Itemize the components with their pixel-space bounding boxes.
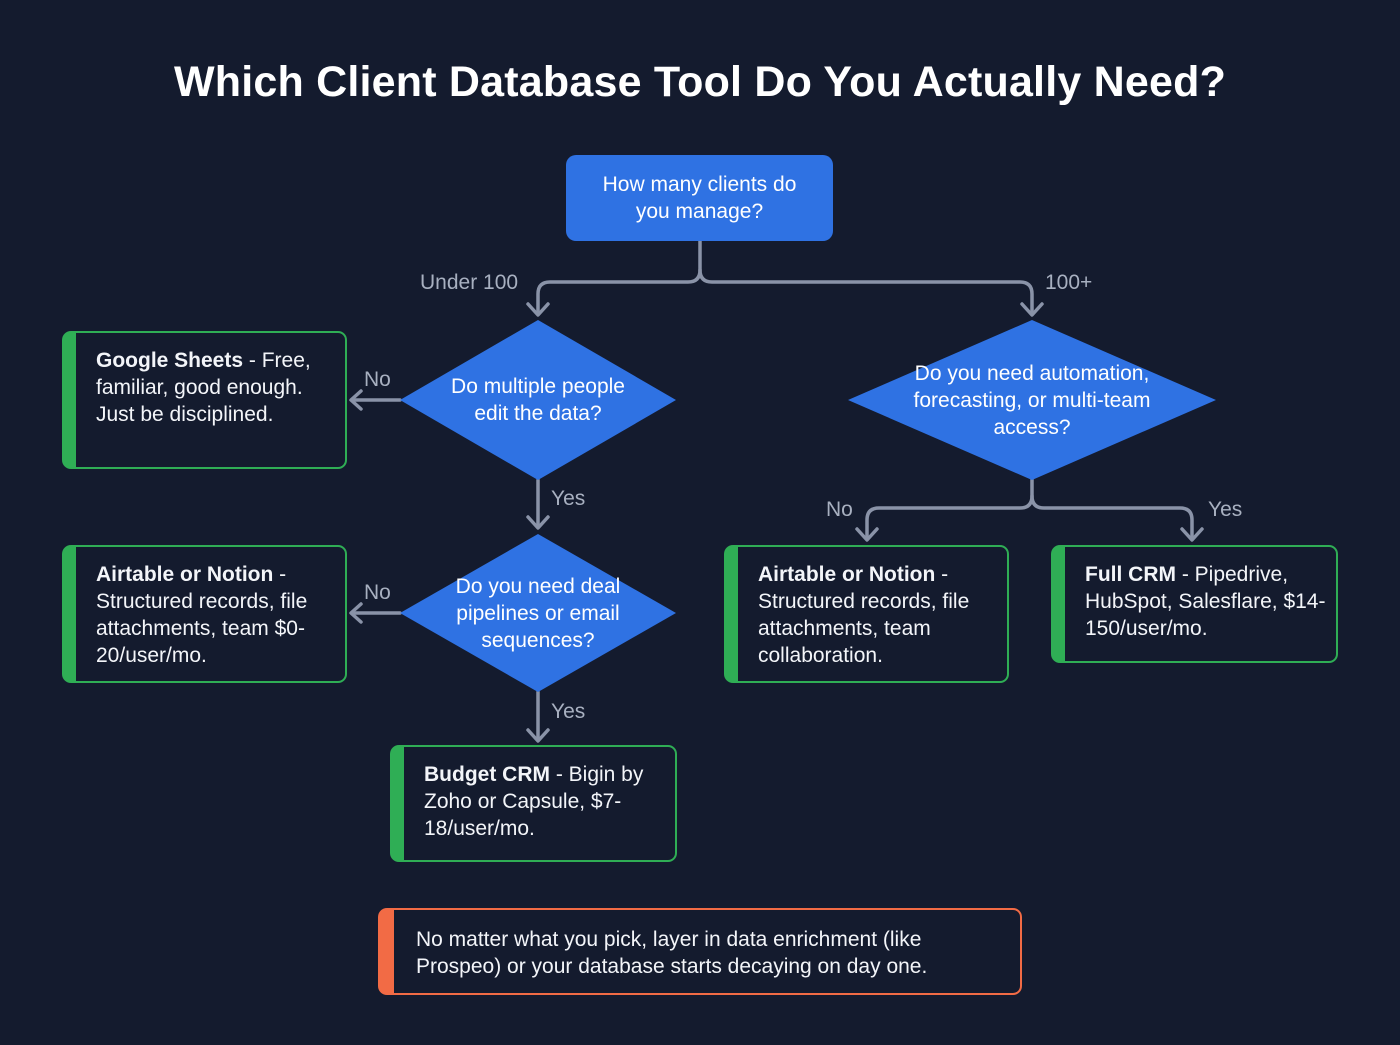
decision-automation-text: Do you need automation, forecasting, or … (913, 361, 1151, 439)
outcome-description: - Structured records, file attachments, … (758, 563, 970, 667)
decision-diamond-pipelines (400, 534, 676, 692)
outcome-description: - Free, familiar, good enough. Just be d… (96, 349, 311, 426)
outcome-airtable-notion-right: Airtable or Notion - Structured records,… (724, 545, 1009, 683)
decision-diamond-automation (848, 320, 1216, 480)
connector-d3-split (865, 478, 1034, 541)
enrichment-note-text: No matter what you pick, layer in data e… (416, 928, 928, 978)
outcome-name: Full CRM (1085, 563, 1176, 586)
start-node-text: How many clients do you manage? (602, 173, 797, 223)
arrowhead (1180, 527, 1204, 542)
outcome-name: Budget CRM (424, 763, 550, 786)
outcome-description: - Structured records, file attachments, … (96, 563, 308, 667)
outcome-budget-crm: Budget CRM - Bigin by Zoho or Capsule, $… (390, 745, 677, 862)
edge-label-100-plus: 100+ (1045, 271, 1093, 294)
connector-start-right (698, 268, 1034, 316)
edge-label-no: No (826, 498, 853, 521)
edge-label-no: No (364, 581, 391, 604)
edge-label-under-100: Under 100 (420, 271, 519, 294)
outcome-description: - Pipedrive, HubSpot, Salesflare, $14-15… (1085, 563, 1326, 640)
outcome-full-crm: Full CRM - Pipedrive, HubSpot, Salesflar… (1051, 545, 1338, 663)
arrowhead (526, 728, 550, 743)
edge-label-yes: Yes (551, 487, 586, 510)
decision-diamond-multiple-editors (400, 320, 676, 480)
arrowhead (349, 602, 363, 624)
outcome-name: Airtable or Notion (96, 563, 274, 586)
edge-label-no: No (364, 368, 391, 391)
arrowhead (526, 515, 550, 530)
edge-label-yes: Yes (1208, 498, 1243, 521)
page-title: Which Client Database Tool Do You Actual… (173, 58, 1227, 106)
decision-pipelines-text: Do you need deal pipelines or email sequ… (455, 574, 621, 652)
outcome-name: Airtable or Notion (758, 563, 936, 586)
arrowhead (349, 389, 363, 411)
outcome-description: - Bigin by Zoho or Capsule, $7-18/user/m… (424, 763, 644, 840)
edge-label-yes: Yes (551, 700, 586, 723)
enrichment-note: No matter what you pick, layer in data e… (378, 908, 1022, 995)
connector-d3-yes (1030, 494, 1194, 541)
start-node: How many clients do you manage? (566, 155, 833, 241)
arrowhead (1020, 302, 1044, 317)
arrowhead (855, 527, 879, 542)
arrowhead (526, 302, 550, 317)
decision-multiple-editors-text: Do multiple people edit the data? (451, 375, 625, 425)
connector-start-split (536, 239, 702, 316)
outcome-google-sheets: Google Sheets - Free, familiar, good eno… (62, 331, 347, 469)
outcome-airtable-notion-left: Airtable or Notion - Structured records,… (62, 545, 347, 683)
outcome-name: Google Sheets (96, 349, 244, 372)
